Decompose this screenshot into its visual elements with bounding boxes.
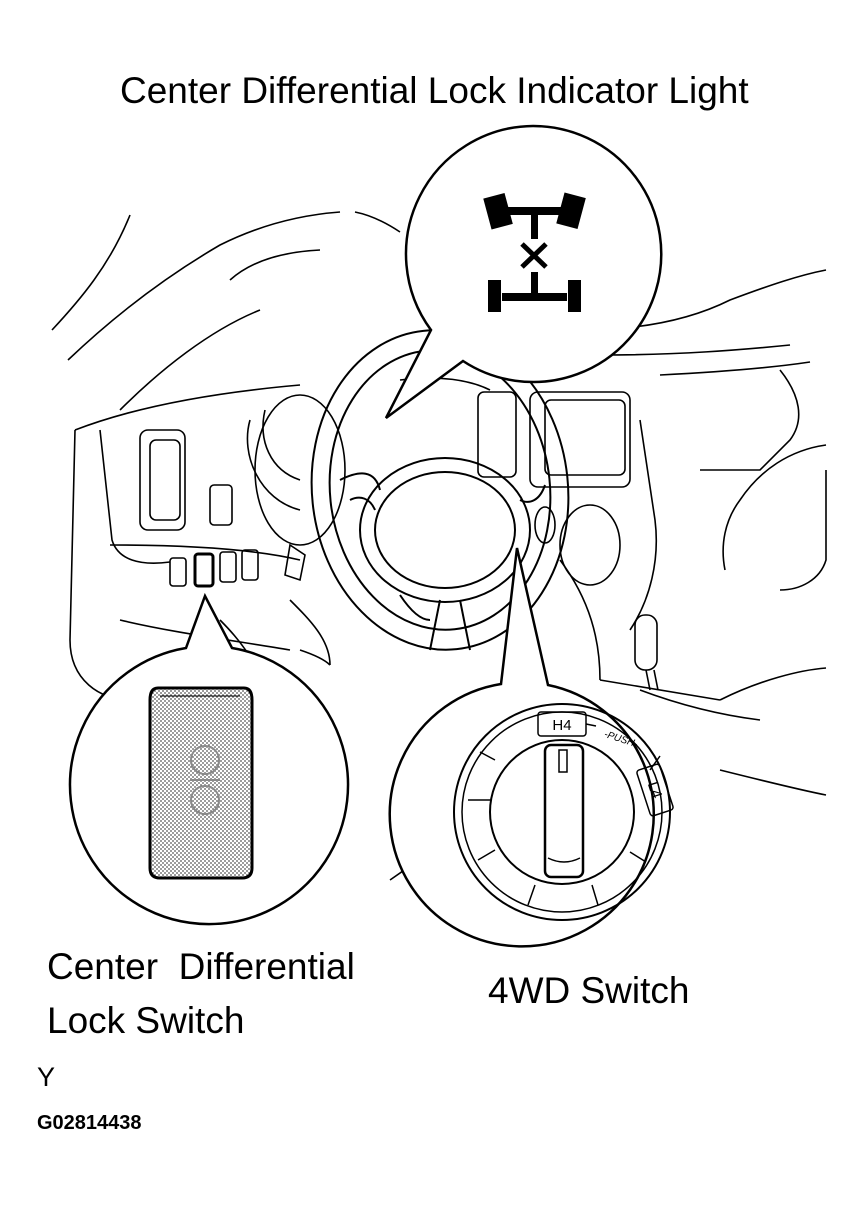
- indicator-light-callout: [384, 124, 663, 420]
- figure-id: G02814438: [37, 1112, 142, 1134]
- view-letter: Y: [37, 1062, 56, 1092]
- dial-l4-text: L4: [644, 780, 665, 801]
- 4wd-dial: [453, 703, 674, 921]
- cdl-switch-label-line2: Lock Switch: [47, 1000, 245, 1041]
- indicator-light-label: Center Differential Lock Indicator Light: [120, 70, 749, 111]
- center-diff-lock-indicator-icon: [483, 192, 586, 312]
- wd-switch-callout: H4 -PUSH- L4: [388, 547, 674, 948]
- cdl-switch-label: Center Differential Lock Switch: [47, 940, 355, 1048]
- steering-wheel: [310, 329, 570, 651]
- cdl-switch-label-line1: Center Differential: [47, 946, 355, 987]
- dial-h4-text: H4: [552, 717, 571, 734]
- cdl-switch-button: [148, 686, 254, 880]
- switch-emblem-icon: [190, 745, 220, 815]
- cdl-switch-callout: [68, 592, 350, 926]
- 4wd-switch-label: 4WD Switch: [488, 970, 690, 1011]
